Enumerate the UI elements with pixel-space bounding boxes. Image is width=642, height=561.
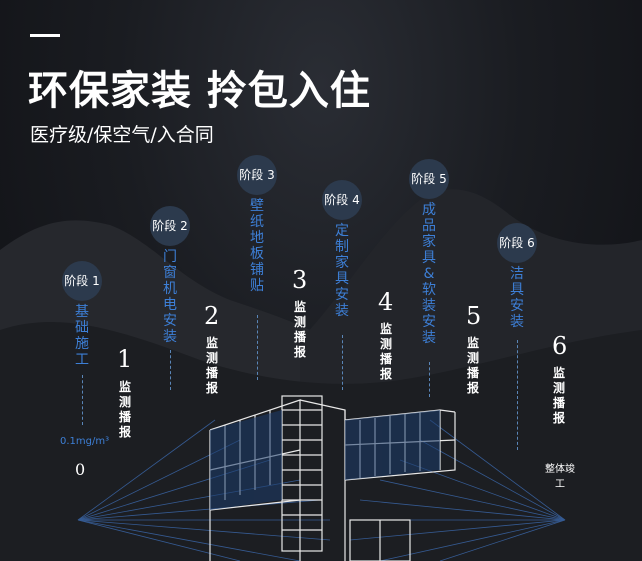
stage-3-badge: 阶段 3 [237,155,277,195]
title-accent-bar [30,34,60,37]
monitor-1-label: 监测播报 [119,380,132,439]
stage-1-badge: 阶段 1 [62,261,102,301]
monitor-2-number: 2 [204,302,220,330]
stage-4-text: 定制家具安装 [335,223,349,319]
stage-3-line [257,315,258,380]
monitor-0-number: 0 [75,460,86,479]
stage-1-line [82,375,83,425]
page-subtitle: 医疗级/保空气/入合同 [30,124,214,146]
monitor-6-number: 6 [552,332,568,360]
building-glass [210,410,440,510]
monitor-4-number: 4 [378,288,394,316]
stage-2-line [170,350,171,390]
stage-5-badge: 阶段 5 [409,159,449,199]
stage-6-badge: 阶段 6 [497,223,537,263]
stage-6-text: 洁具安装 [510,266,524,330]
stage-2-badge: 阶段 2 [150,206,190,246]
page-title: 环保家装 拎包入住 [28,68,371,114]
start-value: 0.1mg/m³ [60,436,110,447]
monitor-2-label: 监测播报 [206,336,219,395]
stage-4-badge: 阶段 4 [322,180,362,220]
monitor-3-number: 3 [292,266,308,294]
perspective-lines-right [349,419,566,561]
monitor-4-label: 监测播报 [380,322,393,381]
monitor-5-number: 5 [466,302,482,330]
stage-3-text: 壁纸地板铺贴 [250,198,264,294]
monitor-6-label: 监测播报 [553,366,566,425]
mountain-front [0,321,642,561]
stage-6-line [517,340,518,450]
monitor-1-number: 1 [117,345,133,373]
perspective-lines-left [77,419,331,561]
stage-4-line [342,335,343,390]
stage-2-text: 门窗机电安装 [163,249,177,345]
final-completion-label: 整体竣工 [545,464,575,490]
monitor-3-label: 监测播报 [294,300,307,359]
monitor-5-label: 监测播报 [467,336,480,395]
stage-1-text: 基础施工 [75,304,89,368]
stage-5-text: 成品家具&软装安装 [422,202,436,346]
stage-5-line [429,362,430,397]
